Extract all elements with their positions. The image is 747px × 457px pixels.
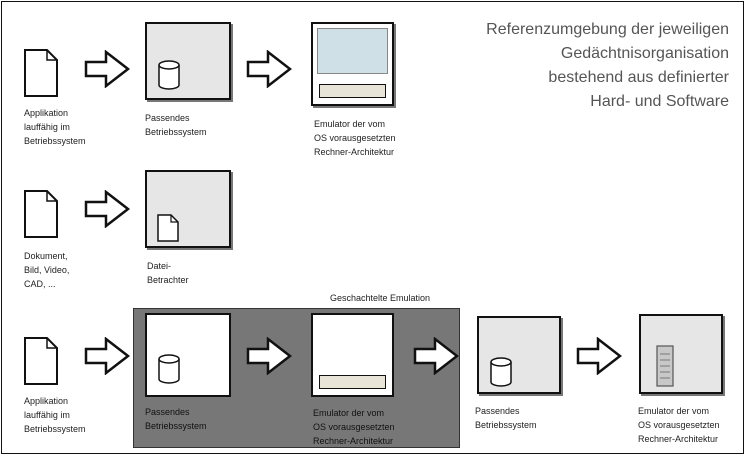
label-line: Betriebssystem [24,136,86,146]
label-line: lauffähig im [24,410,70,420]
label-line: Passendes [145,407,190,417]
emulator-screen [317,319,388,365]
label-line: Applikation [24,108,69,118]
label-line: Betriebssystem [145,421,207,431]
cylinder-icon [490,357,512,387]
label-line: Passendes [475,406,520,416]
reference-environment-title: Referenzumgebung der jeweiligen Gedächtn… [429,18,729,114]
title-line-2: Gedächtnisorganisation [560,45,729,62]
nested-os-box [145,313,231,397]
arrow-right-icon [576,337,622,375]
row1-os-label: Passendes Betriebssystem [145,111,207,139]
label-line: OS vorausgesetzten [314,133,396,143]
label-line: CAD, ... [24,279,56,289]
label-line: Datei- [147,261,172,271]
os-box [477,316,561,394]
os-box [145,22,231,100]
cylinder-icon [158,354,180,384]
row1-input-label: Applikation lauffähig im Betriebssystem [24,106,86,148]
label-line: OS vorausgesetzten [638,420,720,430]
application-document-icon [24,337,58,385]
server-tower-icon [656,345,674,387]
file-icon [157,214,179,242]
label-line: Rechner-Architektur [313,436,394,446]
emulator-taskbar [319,375,386,389]
arrow-right-icon [84,337,130,375]
emulator-box [311,22,394,106]
row3-emulator2-label: Emulator der vom OS vorausgesetzten Rech… [638,404,720,446]
label-line: Emulator der vom [314,119,386,129]
label-line: Bild, Video, [24,265,70,275]
row3-input-label: Applikation lauffähig im Betriebssystem [24,394,86,436]
label-line: Emulator der vom [638,406,710,416]
label-line: Passendes [145,113,190,123]
row1-emulator-label: Emulator der vom OS vorausgesetzten Rech… [314,117,396,159]
title-line-1: Referenzumgebung der jeweiligen [486,21,729,38]
label-line: Betrachter [147,275,189,285]
document-icon [24,190,58,238]
arrow-right-icon [84,190,130,228]
row3-os2-label: Passendes Betriebssystem [475,404,537,432]
hardware-box [639,314,723,394]
label-line: Applikation [24,396,69,406]
arrow-right-icon [246,50,292,88]
label-line: Dokument, [24,251,68,261]
cylinder-icon [158,60,180,90]
title-line-3: bestehend aus definierter [548,69,729,86]
label-line: OS vorausgesetzten [313,422,395,432]
title-line-4: Hard- und Software [590,93,729,110]
application-document-icon [24,49,58,97]
label-line: lauffähig im [24,122,70,132]
nested-emulator-box [311,313,394,397]
row3-emulator-label: Emulator der vom OS vorausgesetzten Rech… [313,406,395,448]
arrow-right-icon [84,50,130,88]
label-line: Rechner-Architektur [314,147,395,157]
emulator-screen [317,28,388,74]
row3-os-label: Passendes Betriebssystem [145,405,207,433]
label-line: Emulator der vom [313,408,385,418]
label-line: Betriebssystem [24,424,86,434]
emulator-taskbar [319,84,386,98]
label-line: Rechner-Architektur [638,434,719,444]
file-viewer-box [145,170,231,248]
label-line: Betriebssystem [145,127,207,137]
nested-emulation-label: Geschachtelte Emulation [330,293,431,303]
row2-input-label: Dokument, Bild, Video, CAD, ... [24,249,69,291]
label-line: Betriebssystem [475,420,537,430]
row2-viewer-label: Datei- Betrachter [147,259,189,287]
arrow-right-icon [413,337,459,375]
arrow-right-icon [246,337,292,375]
